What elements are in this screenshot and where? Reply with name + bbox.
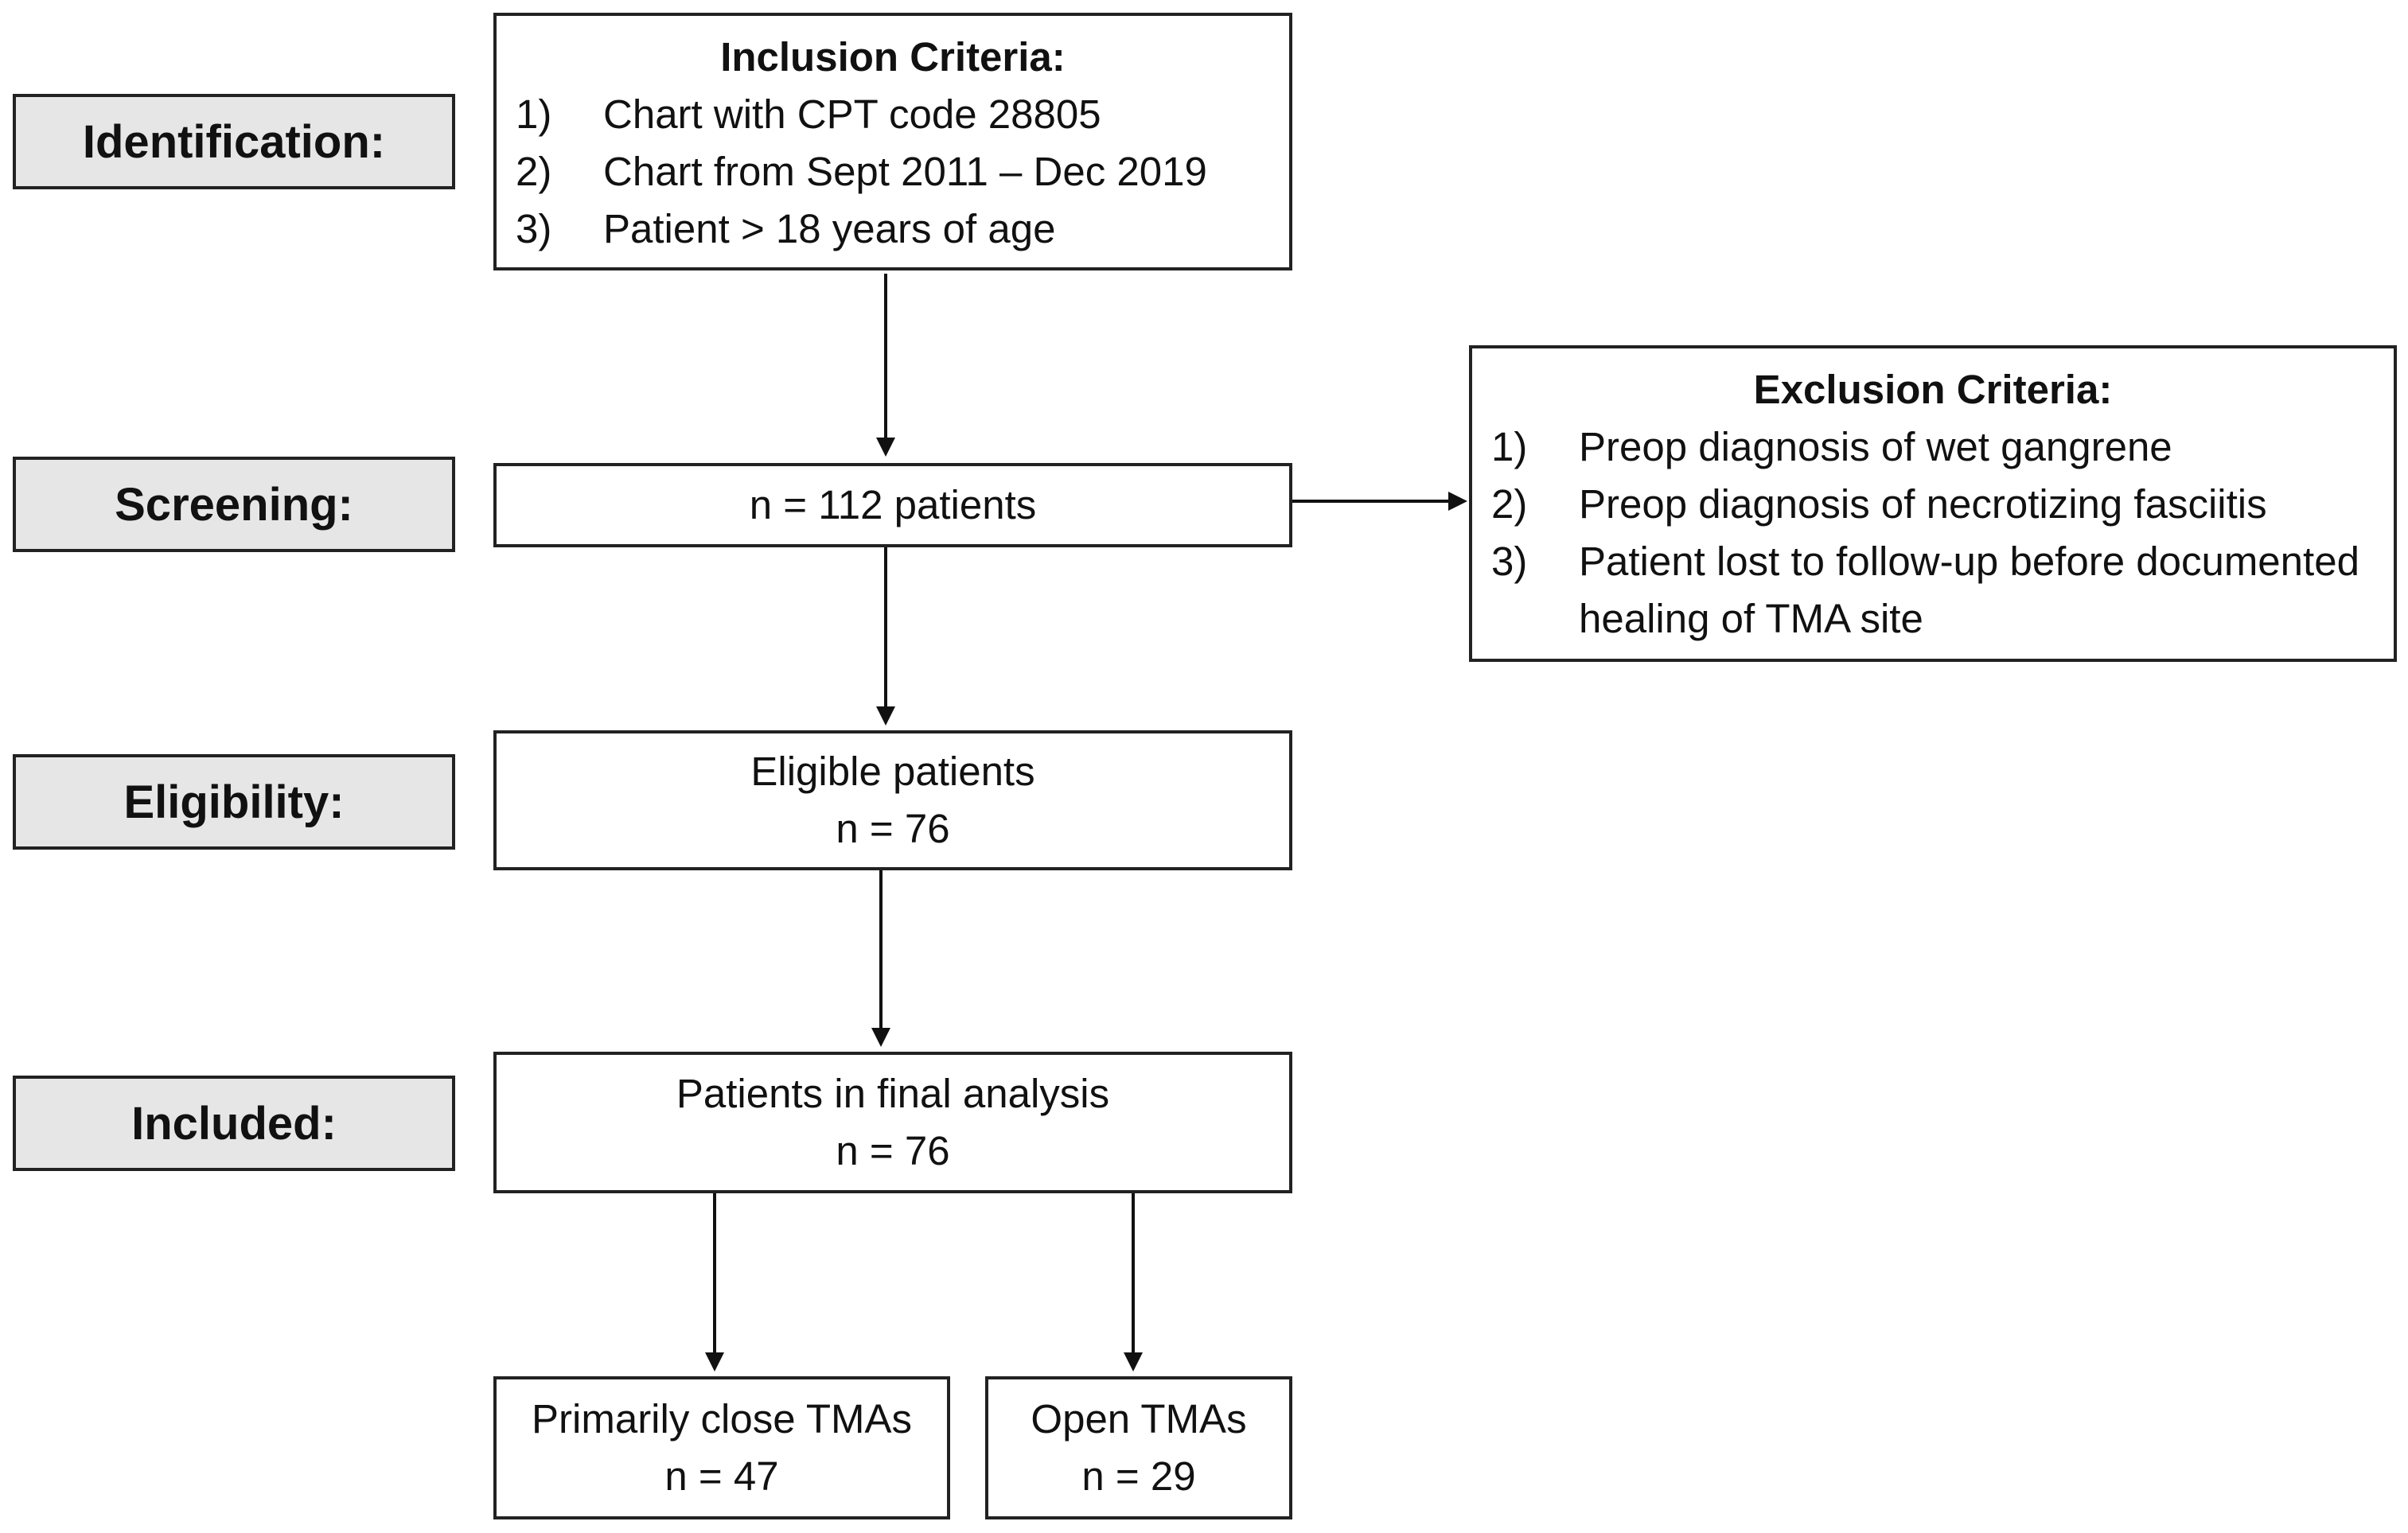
final-analysis-box: Patients in final analysis n = 76 [493, 1052, 1292, 1193]
stage-screening: Screening: [13, 457, 455, 552]
exclusion-item: 3) Patient lost to follow-up before docu… [1491, 533, 2375, 648]
inclusion-criteria-box: Inclusion Criteria: 1) Chart with CPT co… [493, 13, 1292, 270]
inclusion-item: 3) Patient > 18 years of age [516, 200, 1270, 258]
inclusion-item-text: Chart with CPT code 28805 [603, 91, 1101, 137]
closed-tmas-count: n = 47 [664, 1453, 779, 1499]
open-tmas-count: n = 29 [1081, 1453, 1196, 1499]
eligible-patients-box: Eligible patients n = 76 [493, 730, 1292, 870]
exclusion-item-text: Preop diagnosis of wet gangrene [1579, 424, 2172, 469]
exclusion-item-number: 3) [1491, 539, 1528, 584]
inclusion-item-number: 3) [516, 206, 552, 251]
closed-tmas-box: Primarily close TMAs n = 47 [493, 1376, 950, 1519]
exclusion-item-number: 2) [1491, 481, 1528, 527]
inclusion-criteria-title: Inclusion Criteria: [720, 34, 1066, 80]
inclusion-item: 1) Chart with CPT code 28805 [516, 86, 1270, 143]
inclusion-item-text: Patient > 18 years of age [603, 206, 1056, 251]
exclusion-item: 1) Preop diagnosis of wet gangrene [1491, 418, 2375, 476]
eligible-patients-count: n = 76 [836, 806, 950, 851]
inclusion-item-number: 1) [516, 91, 552, 137]
exclusion-criteria-box: Exclusion Criteria: 1) Preop diagnosis o… [1469, 345, 2397, 662]
exclusion-item: 2) Preop diagnosis of necrotizing fascii… [1491, 476, 2375, 533]
final-analysis-count: n = 76 [836, 1128, 950, 1173]
screening-count: n = 112 patients [749, 482, 1037, 527]
inclusion-item-text: Chart from Sept 2011 – Dec 2019 [603, 149, 1207, 194]
closed-tmas-label: Primarily close TMAs [532, 1396, 912, 1442]
eligible-patients-label: Eligible patients [750, 749, 1035, 794]
exclusion-criteria-title: Exclusion Criteria: [1753, 367, 2113, 412]
stage-identification: Identification: [13, 94, 455, 189]
screening-box: n = 112 patients [493, 463, 1292, 547]
inclusion-item-number: 2) [516, 149, 552, 194]
exclusion-item-text: Patient lost to follow-up before documen… [1579, 539, 2359, 641]
exclusion-item-number: 1) [1491, 424, 1528, 469]
final-analysis-label: Patients in final analysis [676, 1071, 1110, 1116]
exclusion-item-text: Preop diagnosis of necrotizing fasciitis [1579, 481, 2267, 527]
stage-included: Included: [13, 1076, 455, 1171]
open-tmas-box: Open TMAs n = 29 [985, 1376, 1292, 1519]
inclusion-item: 2) Chart from Sept 2011 – Dec 2019 [516, 143, 1270, 200]
stage-eligibility: Eligibility: [13, 754, 455, 850]
open-tmas-label: Open TMAs [1031, 1396, 1247, 1442]
